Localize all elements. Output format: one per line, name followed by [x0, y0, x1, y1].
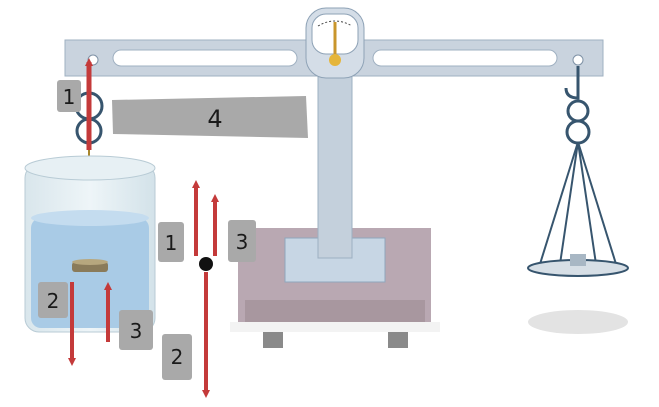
bar-label-text: 4	[207, 105, 222, 133]
scale-pillar	[317, 61, 353, 259]
tag-buoyancy-right: 3	[228, 220, 256, 262]
tag-buoyancy-left-text: 3	[130, 319, 143, 343]
tag-hook-force-text: 1	[63, 85, 76, 109]
object-point	[199, 257, 213, 271]
right-pan-assembly	[527, 66, 629, 277]
tag-hook-force: 1	[57, 80, 81, 112]
submerged-weight	[72, 259, 108, 272]
pan-shadow	[528, 310, 628, 334]
tag-weight-right: 2	[162, 334, 192, 380]
tag-buoyancy-left: 3	[119, 310, 153, 350]
tag-tension-right-text: 1	[165, 231, 178, 255]
tag-weight-left-text: 2	[47, 289, 60, 313]
tag-weight-left: 2	[38, 282, 68, 318]
tag-buoyancy-right-text: 3	[236, 230, 249, 254]
tag-weight-right-text: 2	[171, 345, 184, 369]
tag-tension-right: 1	[158, 222, 184, 262]
label-bar-4: 4	[112, 96, 308, 138]
gauge-dial	[305, 7, 365, 79]
